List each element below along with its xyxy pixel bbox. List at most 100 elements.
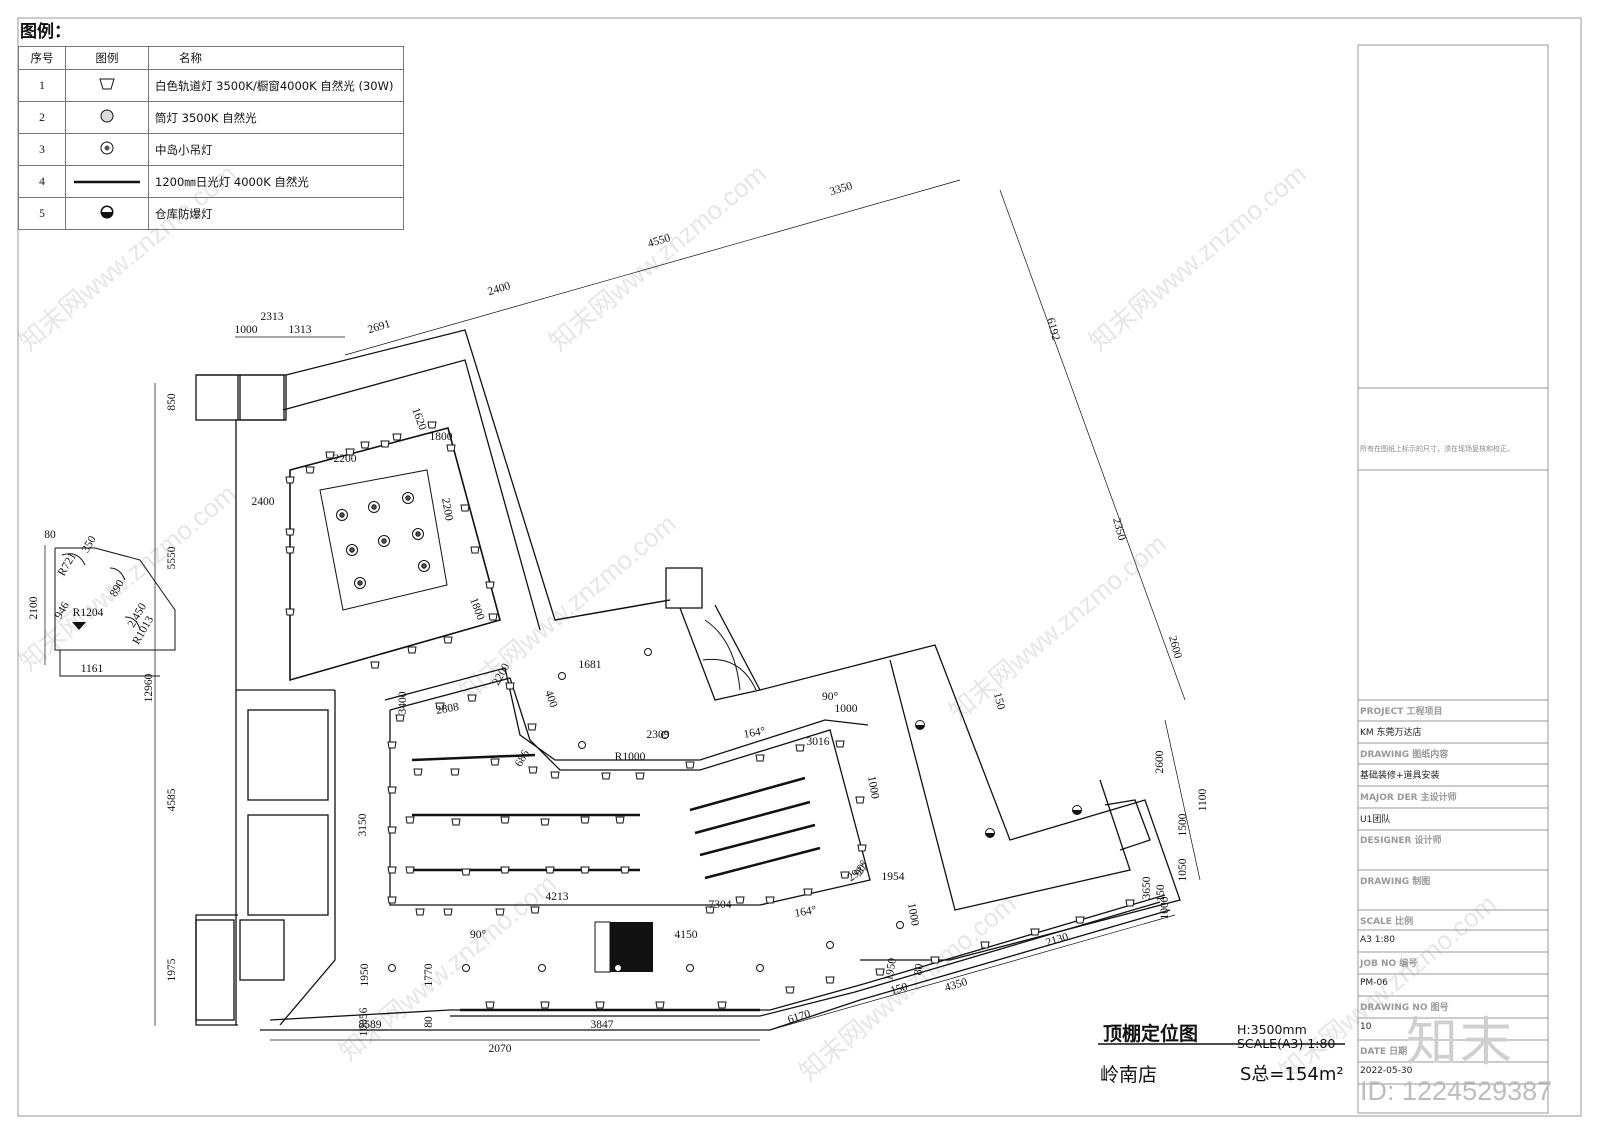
track-light-icon: [500, 866, 510, 874]
project-label: PROJECT 工程项目: [1360, 707, 1443, 717]
track-light-icon: [470, 546, 480, 554]
legend-table: 序号 图例 名称 1 白色轨道灯 3500K/橱窗4000K 自然光 (30W)…: [18, 46, 404, 230]
dimension-label: 1161: [81, 663, 104, 675]
downlights: [388, 648, 904, 972]
dimension-label: 1800: [467, 596, 486, 622]
downlight-icon: [644, 648, 652, 656]
dimension-label: 7304: [709, 899, 732, 911]
track-light-icon: [451, 818, 461, 826]
track-light-icon: [785, 986, 795, 994]
track-light-icon: [435, 702, 445, 710]
dimension-label: 1000: [865, 775, 881, 800]
dimension-label: 150: [991, 691, 1007, 711]
dimension-label: 150: [1155, 884, 1167, 902]
track-light-icon: [285, 476, 295, 484]
dimension-label: 2100: [28, 596, 40, 619]
dimension-label: 6192: [1044, 317, 1062, 343]
dimension-label: 12960: [143, 673, 155, 702]
ceiling-island: [319, 469, 448, 611]
dimension-label: 3016: [807, 736, 830, 748]
titleblock-note: 所有在图纸上标示的尺寸，须在现场复核和校正。: [1360, 445, 1514, 453]
explosion-proof-light-half: [1073, 806, 1081, 810]
sheet-scale: SCALE(A3) 1:80: [1237, 1036, 1336, 1051]
dimension-label: 1770: [423, 963, 435, 986]
dimension-label: 1500: [1177, 813, 1189, 836]
track-light-icon: [735, 896, 745, 904]
track-light-icon: [1125, 899, 1135, 907]
dimension-label: 686: [513, 748, 532, 769]
dimension-label: 2130: [1044, 931, 1070, 949]
sheet-border: [17, 17, 1582, 1117]
pendant-light-core: [371, 504, 377, 510]
dimension-label: 890: [108, 578, 127, 599]
track-light-icon: [415, 908, 425, 916]
track-light-icon: [550, 771, 560, 779]
track-light-icon: [305, 466, 315, 474]
track-light-icon: [505, 682, 515, 690]
dimension-label: 4585: [166, 788, 178, 811]
project-value: KM 东莞万达店: [1360, 728, 1422, 738]
track-light-icon: [380, 440, 390, 448]
track-light-icon: [395, 714, 405, 722]
dimension-label: 1000: [835, 703, 858, 715]
track-light-icon: [407, 646, 417, 654]
job-value: PM-06: [1360, 978, 1388, 988]
track-light-icon: [755, 754, 765, 762]
titleblock-frame: [1357, 44, 1549, 1114]
legend-name: 筒灯 3500K 自然光: [148, 101, 404, 134]
dimension-label: 4350: [943, 976, 969, 994]
pendant-light-core: [421, 563, 427, 569]
legend-index: 1: [18, 69, 66, 102]
track-light-icon: [1030, 928, 1040, 936]
track-light-icon: [655, 1001, 665, 1009]
legend-index: 5: [18, 197, 66, 230]
dimension-label: 2309: [647, 729, 670, 741]
job-label: JOB NO 编号: [1360, 959, 1418, 969]
track-light-icon: [488, 613, 498, 621]
downlight-icon: [661, 731, 669, 739]
track-light-icon: [461, 868, 471, 876]
dimension-label: R1204: [73, 607, 104, 619]
downlight-icon: [388, 964, 396, 972]
dimension-label: 4150: [675, 929, 698, 941]
dimension-label: 90°: [822, 691, 839, 703]
track-light-icon: [467, 694, 477, 702]
track-light-icon: [855, 796, 865, 804]
dimension-label: 3150: [357, 813, 369, 836]
track-light-icon: [65, 69, 149, 102]
track-light-icon: [405, 866, 415, 874]
dimension-label: 150: [889, 981, 909, 998]
downlight-icon: [686, 964, 694, 972]
dimension-label: 2400: [486, 280, 512, 298]
dimension-label: 2200: [439, 497, 455, 522]
track-light-icon: [495, 908, 505, 916]
legend-name: 白色轨道灯 3500K/橱窗4000K 自然光 (30W): [148, 69, 404, 102]
track-light-icon: [443, 908, 453, 916]
door-swing: [702, 658, 757, 691]
explosion-proof-lights: [915, 720, 1082, 838]
dimension-label: 3847: [591, 1019, 614, 1031]
major-designer-value: U1团队: [1360, 815, 1391, 825]
track-light-icon: [705, 906, 715, 914]
ceiling-height: H:3500mm: [1237, 1022, 1307, 1037]
legend-index: 4: [18, 165, 66, 198]
track-light-icon: [765, 896, 775, 904]
date-label: DATE 日期: [1360, 1047, 1408, 1057]
drawn-label: DRAWING 制图: [1360, 877, 1431, 887]
pendant-light-core: [349, 547, 355, 553]
dimension-label: 1000: [1159, 896, 1171, 919]
downlight-icon: [826, 941, 834, 949]
legend-name: 中岛小吊灯: [148, 133, 404, 166]
track-light-icon: [580, 866, 590, 874]
legend-row: 4 1200㎜日光灯 4000K 自然光: [18, 165, 404, 198]
dimension-label: 2600: [1154, 750, 1166, 773]
track-light-icon: [285, 608, 295, 616]
dimension-label: 1313: [289, 324, 312, 336]
dimension-label: 400: [542, 689, 559, 710]
dimension-label: 10056: [358, 1007, 370, 1036]
track-light-icon: [930, 956, 940, 964]
door-swing: [704, 619, 741, 691]
track-light-icon: [530, 906, 540, 914]
downlight-icon: [462, 964, 470, 972]
legend-name: 仓库防爆灯: [148, 197, 404, 230]
